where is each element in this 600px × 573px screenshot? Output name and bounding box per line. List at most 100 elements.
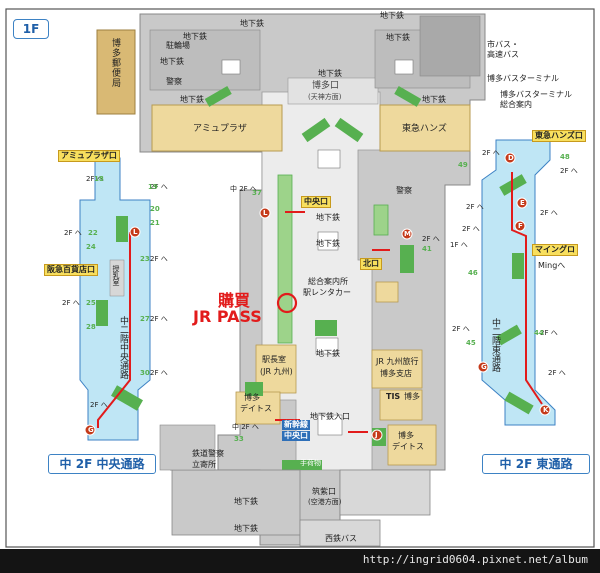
exit-number-45: 45 xyxy=(466,339,476,347)
hakata-exit-label: 博多口 xyxy=(312,81,340,91)
deitos-west-label: 博多 xyxy=(244,393,260,402)
tis-sub-label: 博多 xyxy=(404,392,420,401)
to-2f-14: 2F へ xyxy=(462,225,480,233)
info-center-label: 総合案内所 xyxy=(308,277,348,286)
amu-plaza-label: アミュプラザ xyxy=(193,124,247,134)
tis-block xyxy=(379,389,423,421)
stairs xyxy=(221,59,414,436)
to-2f-1: 2F へ xyxy=(86,175,104,183)
tokyu-hands-block xyxy=(379,104,471,152)
station-master-sub-label: (JR 九州) xyxy=(260,367,293,376)
marker-f: F xyxy=(518,222,523,230)
exit-number-24: 24 xyxy=(86,243,96,251)
exit-number-28: 28 xyxy=(86,323,96,331)
marker-d: D xyxy=(508,154,514,162)
deitos-west-block xyxy=(235,391,281,425)
exit-number-22: 22 xyxy=(88,229,98,237)
hankyu-exit-label: 阪急百貨店口 xyxy=(44,264,98,276)
tis-label: TIS xyxy=(386,392,401,401)
to-2f-2: 2F へ xyxy=(150,183,168,191)
subway-label-11: 地下鉄 xyxy=(316,349,340,358)
subway-entrance-label: 地下鉄入口 xyxy=(310,412,350,421)
to-mid2f-1: 中 2F へ xyxy=(230,185,257,193)
to-2f-6: 2F へ xyxy=(150,315,168,323)
jr-travel-block xyxy=(371,349,423,389)
exit-number-46: 46 xyxy=(468,269,478,277)
buy-callout-line1: 購買 xyxy=(218,291,251,310)
to-ming-label: Mingへ xyxy=(538,261,566,270)
post-office-label: 博多郵便局 xyxy=(110,38,120,88)
north-west-wing xyxy=(149,29,261,91)
subway-label-5: 地下鉄 xyxy=(160,57,184,66)
hakata-exit-sub-label: (天神方面) xyxy=(308,93,342,101)
subway-label-7: 地下鉄 xyxy=(180,95,204,104)
central-corridor-caption: 中 2F 中央通路 xyxy=(48,454,156,474)
marker-m: M xyxy=(404,230,411,238)
exit-number-37: 37 xyxy=(252,189,262,197)
to-2f-13: 2F へ xyxy=(540,209,558,217)
station-master-label: 駅長室 xyxy=(262,355,286,364)
nishitetsu-bus-area xyxy=(299,519,381,547)
to-2f-4: 2F へ xyxy=(150,255,168,263)
subway-label-2: 地下鉄 xyxy=(240,19,264,28)
exit-number-19: 19 xyxy=(148,183,158,191)
bike-parking-label: 駐輪場 xyxy=(166,41,190,50)
chikushi-exit-label: 筑紫口 xyxy=(312,487,336,496)
police-box-east-label: 警察 xyxy=(396,186,412,195)
to-2f-5: 2F へ xyxy=(62,299,80,307)
marker-g-east: G xyxy=(481,363,487,371)
to-1f-1: 1F へ xyxy=(450,241,468,249)
kiosk-block xyxy=(375,281,399,303)
post-office-block xyxy=(96,29,136,115)
deitos-east-block xyxy=(387,424,437,466)
nursing-room-block xyxy=(109,259,125,297)
marker-j: J xyxy=(375,431,378,439)
exit-number-30: 30 xyxy=(140,369,150,377)
amu-plaza-block xyxy=(151,104,283,152)
deitos-west-sub-label: デイトス xyxy=(240,404,272,413)
midori-counter xyxy=(282,460,322,470)
ticket-office-strip xyxy=(277,174,293,344)
exit-number-21: 21 xyxy=(150,219,160,227)
shinkansen-central-label: 新幹線 xyxy=(282,420,310,430)
bus-info-line5: 総合案内 xyxy=(500,100,532,109)
subway-label-13: 地下鉄 xyxy=(234,524,258,533)
letter-markers xyxy=(84,152,551,441)
floor-badge: 1F xyxy=(13,19,49,39)
subway-label-8: 地下鉄 xyxy=(422,95,446,104)
ming-exit-label: マイングロ xyxy=(532,244,578,256)
amu-plaza-exit-label: アミュプラザ口 xyxy=(58,150,120,162)
central-exit-label: 中央口 xyxy=(301,196,331,208)
rent-a-car-label: 駅レンタカー xyxy=(303,288,351,297)
marker-l-concourse: L xyxy=(263,209,268,217)
to-2f-10: 2F へ xyxy=(482,149,500,157)
marker-g-central: G xyxy=(88,426,94,434)
to-mid2f-2: 中 2F へ xyxy=(232,423,259,431)
subway-label-1: 地下鉄 xyxy=(183,32,207,41)
bus-info-line3: 博多バスターミナル xyxy=(487,74,559,83)
hakata-exit-plaza xyxy=(287,77,379,105)
marker-k: K xyxy=(543,406,549,414)
subway-label-3: 地下鉄 xyxy=(380,11,404,20)
central-corridor-vertical-label: 中二階中央通路 xyxy=(118,316,128,379)
to-2f-16: 2F へ xyxy=(540,329,558,337)
exit-number-23: 23 xyxy=(140,255,150,263)
jr-travel-sub-label: 博多支店 xyxy=(380,369,412,378)
exit-number-18: 18 xyxy=(94,175,104,183)
subway-label-6: 地下鉄 xyxy=(318,69,342,78)
watermark-url: http://ingrid0604.pixnet.net/album xyxy=(362,553,588,566)
chikushi-exit-sub-label: (空港方面) xyxy=(308,498,342,506)
east-corridor-vertical-label: 中二階東通路 xyxy=(490,318,500,372)
shinkansen-central-sub-label: 中央口 xyxy=(282,431,310,441)
bus-info-line2: 高速バス xyxy=(487,50,519,59)
to-2f-12: 2F へ xyxy=(466,203,484,211)
watermark-bar: http://ingrid0604.pixnet.net/album xyxy=(0,549,600,573)
exit-number-41: 41 xyxy=(422,245,432,253)
to-2f-7: 2F へ xyxy=(150,369,168,377)
railway-police-label: 鉄道警察 xyxy=(192,449,224,458)
to-2f-8: 2F へ xyxy=(90,401,108,409)
to-2f-9: 2F へ xyxy=(422,235,440,243)
jr-travel-label: JR 九州旅行 xyxy=(376,357,419,366)
east-corridor-shape xyxy=(481,139,556,426)
